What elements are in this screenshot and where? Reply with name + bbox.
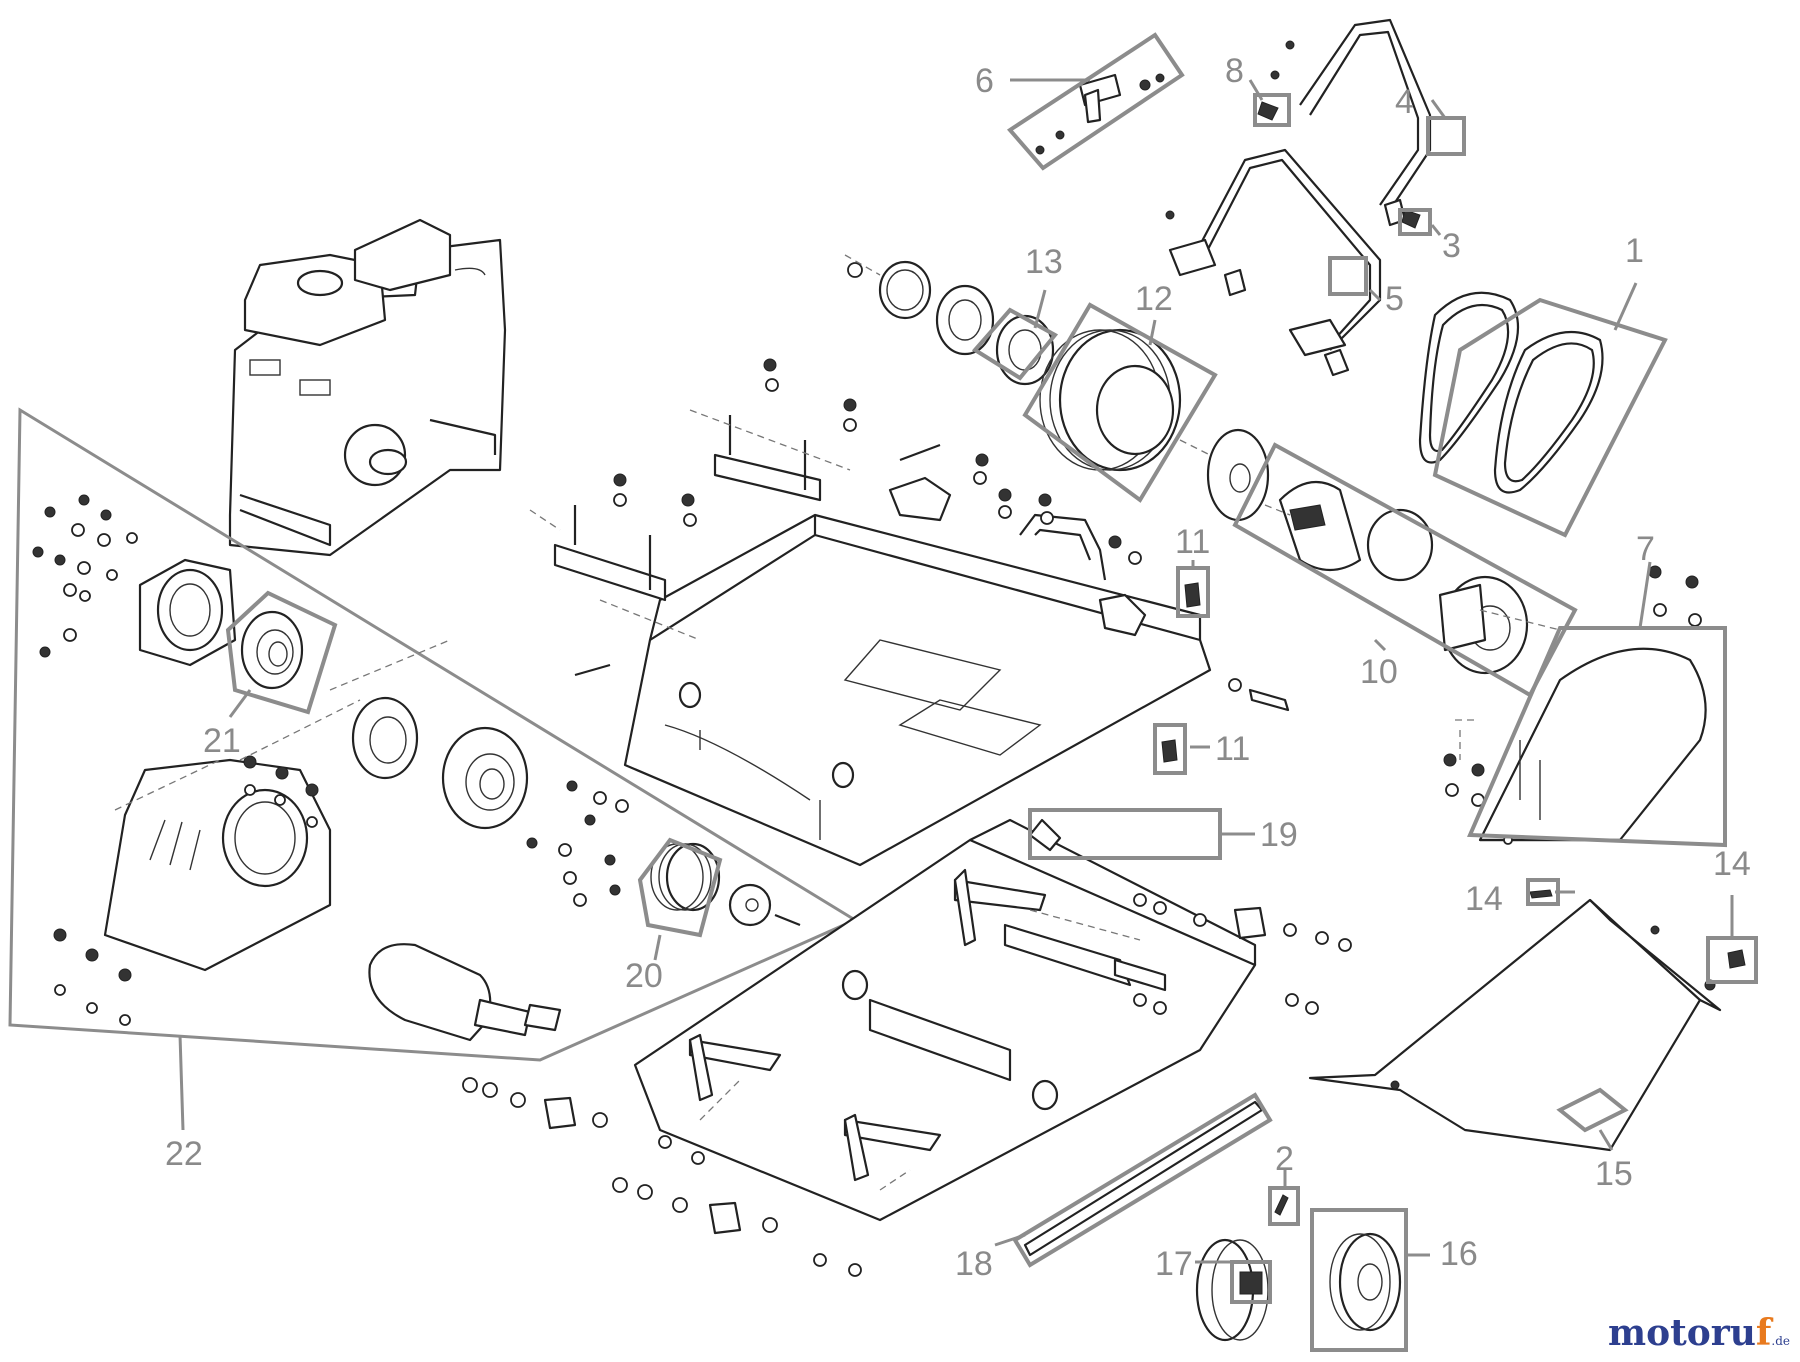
callout-11b: 11 [1215,730,1250,768]
lower-belt-cover [1308,898,1722,1152]
callout-14a: 14 [1465,880,1503,918]
callout-box-21 [225,590,338,715]
callout-box-5 [1328,256,1368,296]
callout-7: 7 [1636,530,1655,568]
callout-box-6 [1006,32,1185,171]
callout-6: 6 [975,62,994,100]
clutch-assembly [844,254,1561,675]
callout-15: 15 [1595,1155,1633,1193]
callout-18: 18 [955,1245,993,1283]
callout-box-4 [1426,116,1466,156]
callout-21: 21 [203,722,241,760]
callout-1: 1 [1625,232,1644,270]
callout-box-13 [971,307,1059,381]
callout-5: 5 [1385,280,1404,318]
callout-box-12 [1022,302,1218,503]
belt-guard [1443,565,1707,845]
callout-box-15 [1556,1087,1629,1133]
callout-box-1 [1432,297,1668,538]
callout-8: 8 [1225,52,1244,90]
callout-box-11b [1153,723,1187,775]
callout-labels: 1 2 3 4 5 6 7 8 10 11 11 12 13 14 14 15 … [165,52,1751,1283]
callout-3: 3 [1442,227,1461,265]
callout-22: 22 [165,1135,203,1173]
engine-mounting-frame [529,262,1290,867]
callout-2: 2 [1275,1140,1294,1178]
rubber-mount-hardware [462,893,1352,1277]
watermark-brand-suffix: .de [1771,1334,1790,1348]
callout-box-16 [1310,1208,1408,1352]
watermark-brand-main: motoru [1608,1312,1756,1354]
callout-10: 10 [1360,653,1398,691]
callout-12: 12 [1135,280,1173,318]
bearing-housing-assembly [32,494,801,1042]
watermark-brand-accent: f [1755,1312,1772,1354]
group-22-outline [8,407,859,1062]
leader-lines [178,78,1734,1264]
brand-watermark: motoruf.de [1608,1312,1790,1354]
callout-20: 20 [625,957,663,995]
callout-4: 4 [1395,83,1414,121]
callout-19: 19 [1260,816,1298,854]
callout-box-3 [1398,208,1432,236]
engine [228,218,507,557]
callout-box-19 [1028,808,1222,860]
callout-16: 16 [1440,1235,1478,1273]
handle-bar [1165,18,1432,377]
callout-box-10 [1232,442,1578,698]
throttle-lever [1035,73,1165,155]
v-belts [1418,291,1604,494]
callout-17: 17 [1155,1245,1193,1283]
callout-11a: 11 [1175,523,1210,561]
callout-box-8 [1253,93,1291,127]
callout-14b: 14 [1713,845,1751,883]
callout-box-17 [1230,1260,1272,1304]
base-plate [462,818,1352,1277]
callout-13: 13 [1025,243,1063,281]
callout-box-20 [637,837,723,938]
callout-boxes [225,32,1758,1352]
callout-box-18 [1012,1092,1273,1268]
